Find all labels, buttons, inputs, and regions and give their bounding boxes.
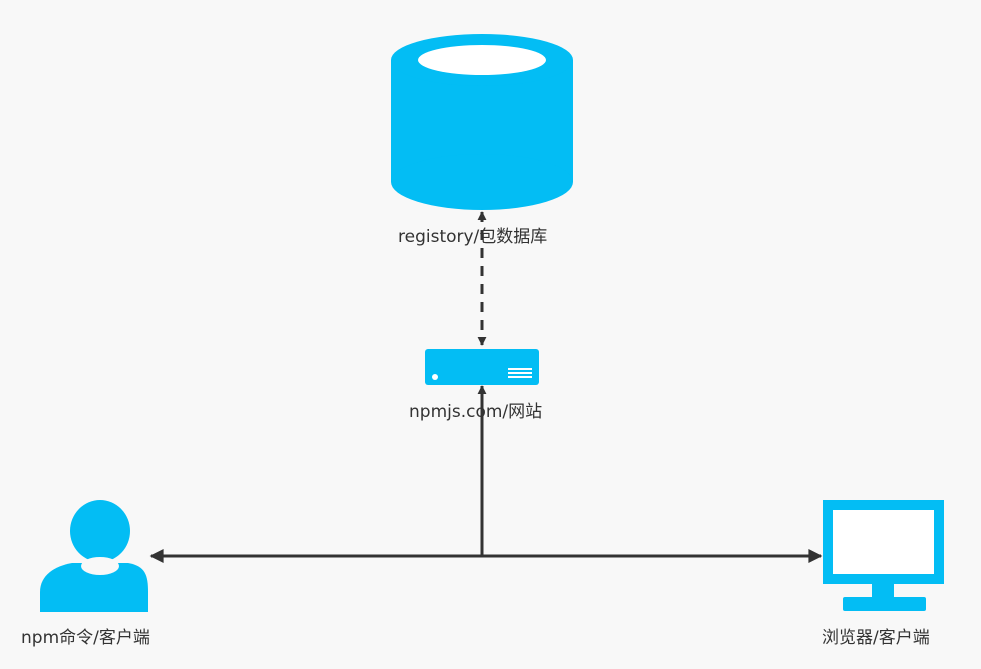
npm-client-label: npm命令/客户端: [21, 628, 150, 648]
database-label: registory/包数据库: [398, 227, 548, 247]
server-icon[interactable]: [425, 349, 539, 385]
browser-client-label: 浏览器/客户端: [822, 628, 930, 648]
website-label: npmjs.com/网站: [409, 402, 543, 422]
database-icon[interactable]: [391, 34, 573, 210]
user-icon[interactable]: [40, 500, 148, 612]
monitor-icon[interactable]: [823, 500, 944, 611]
